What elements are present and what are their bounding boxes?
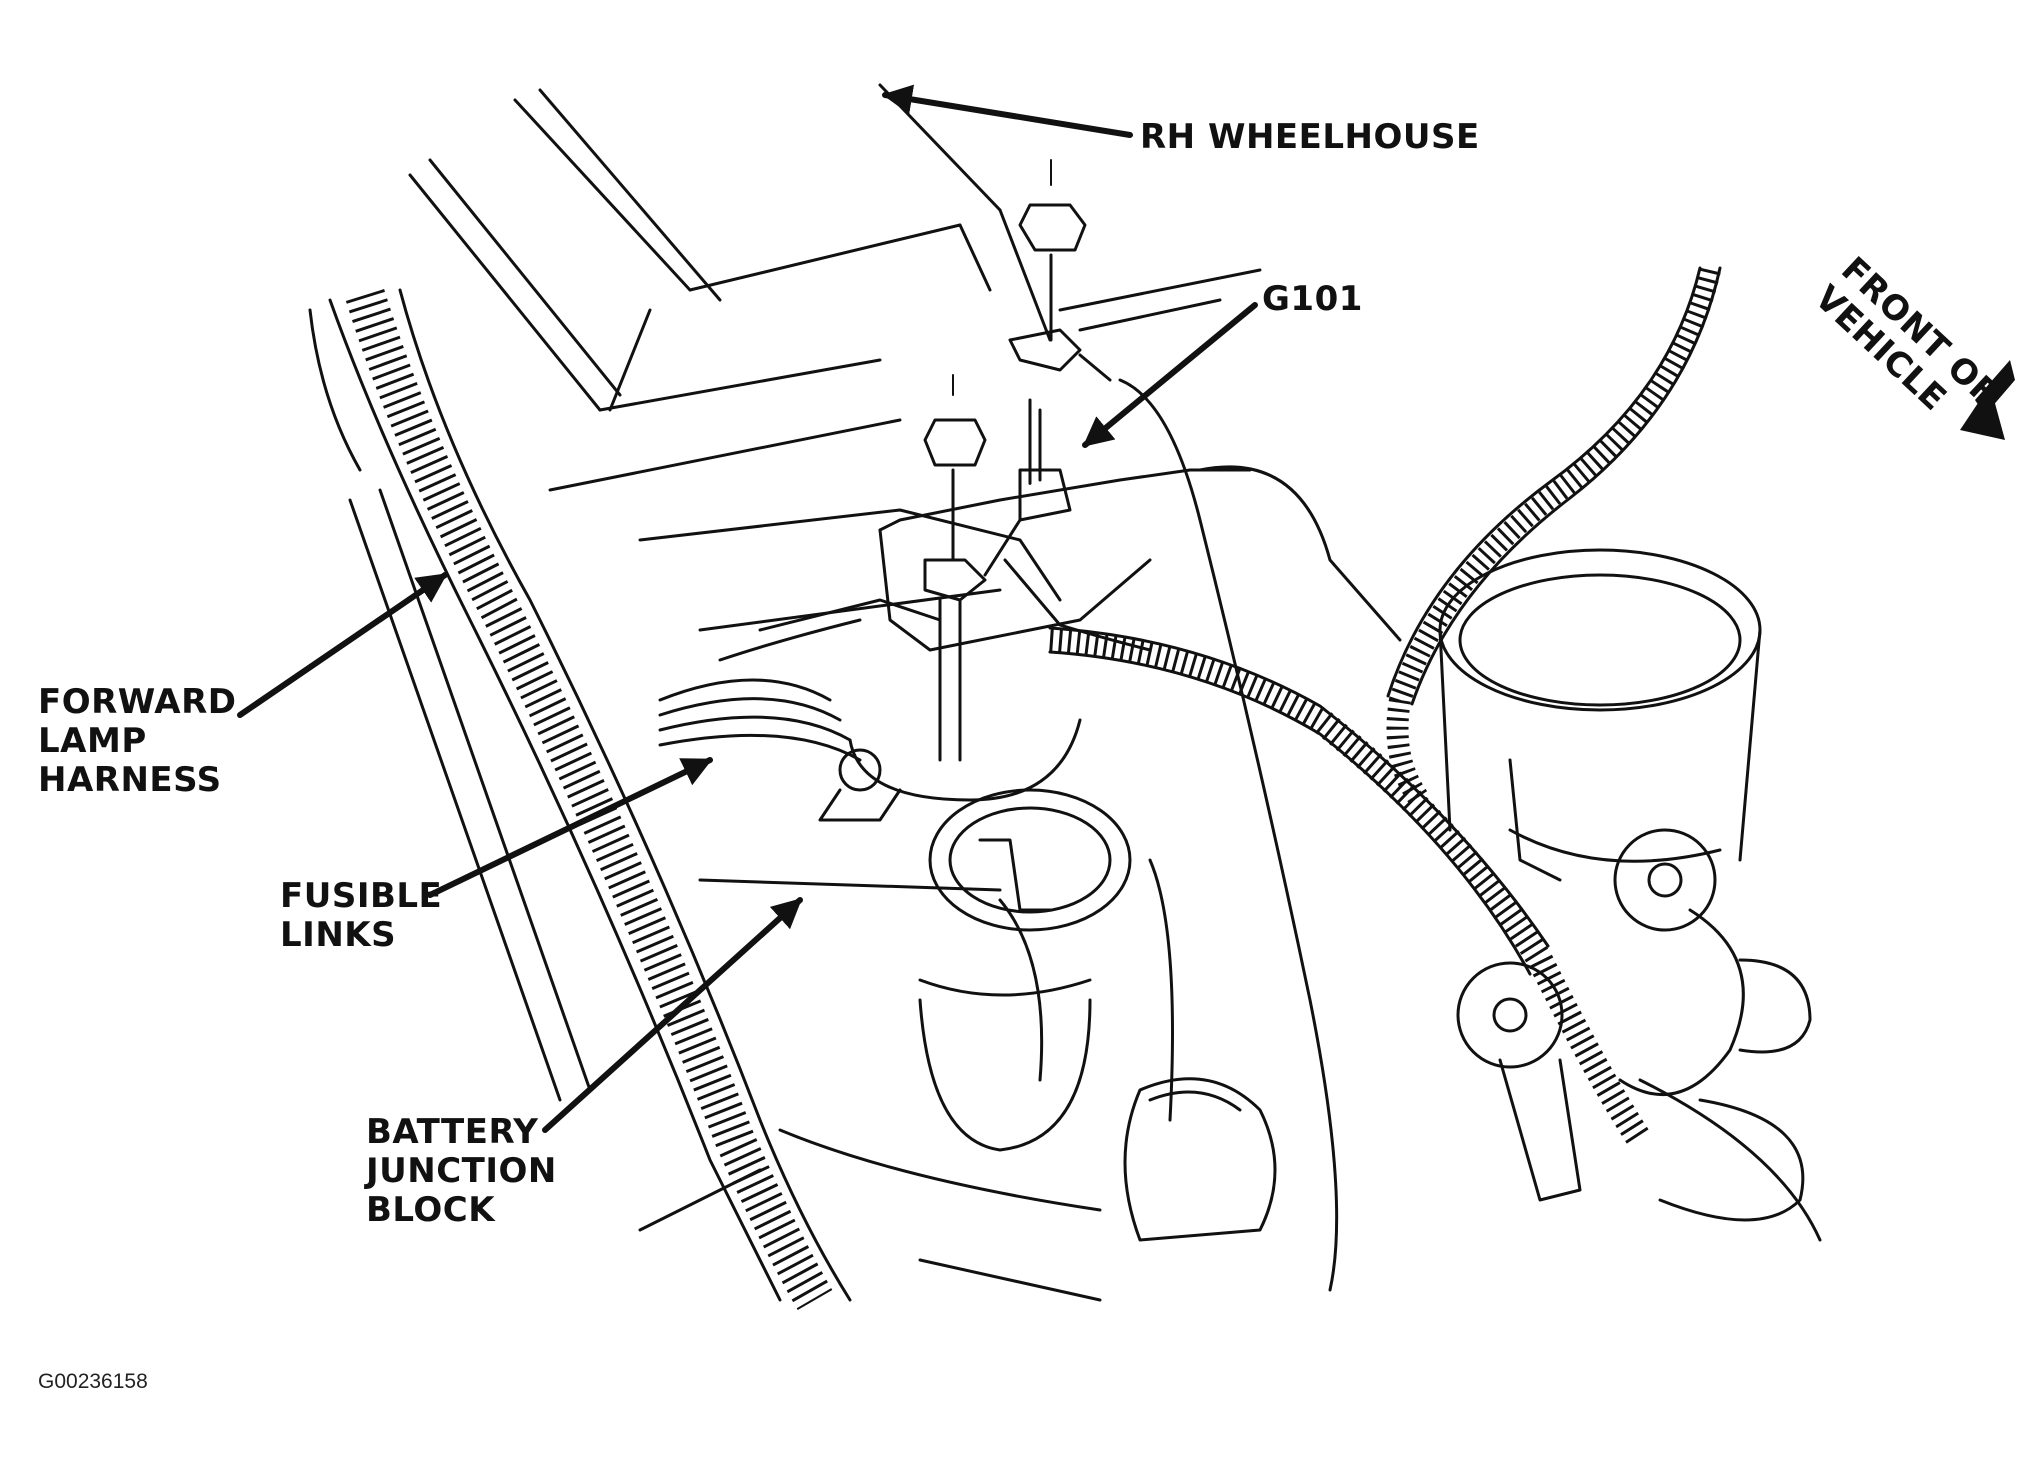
battery-junction-block-label: BATTERY JUNCTION BLOCK	[366, 1113, 557, 1230]
junction-stud	[923, 374, 1152, 762]
forward-lamp-harness-line-2: LAMP	[38, 721, 147, 761]
air-cleaner-housing	[1438, 548, 1762, 882]
forward-lamp-harness-line-3: HARNESS	[38, 760, 222, 800]
junction-bracket	[848, 468, 1277, 1242]
ring-terminals	[1456, 828, 1822, 1242]
forward-lamp-harness	[308, 288, 852, 1311]
battery-junction-block-line-3: BLOCK	[366, 1190, 496, 1230]
vacuum-hose	[1386, 266, 1722, 807]
leader-arrows	[237, 84, 1258, 1133]
wheelhouse-panel	[408, 83, 1262, 492]
battery-junction-block-line-1: BATTERY	[366, 1112, 539, 1152]
g101-arrow	[1082, 302, 1258, 448]
fusible-links-line-2: LINKS	[280, 915, 397, 955]
battery-junction-block-line-2: JUNCTION	[366, 1151, 557, 1191]
rh-wheelhouse-arrow	[882, 84, 1133, 138]
figure-id: G00236158	[38, 1370, 148, 1393]
fusible-links-label: FUSIBLE LINKS	[280, 877, 442, 955]
forward-lamp-harness-line-1: FORWARD	[38, 682, 237, 722]
fusible-links-line-1: FUSIBLE	[280, 876, 443, 916]
ground-stud-g101	[1008, 159, 1339, 1292]
forward-lamp-harness-arrow	[237, 572, 448, 718]
fusible-link-wires	[658, 598, 942, 822]
battery-cable	[1048, 626, 1651, 1148]
g101-label: G101	[1262, 279, 1363, 319]
rh-wheelhouse-label: RH WHEELHOUSE	[1140, 117, 1480, 157]
front-of-vehicle-arrow-icon	[1960, 360, 2015, 440]
battery-junction-block-arrow	[542, 897, 803, 1133]
forward-lamp-harness-label: FORWARD LAMP HARNESS	[38, 683, 237, 800]
fusible-links-arrow	[427, 757, 713, 898]
